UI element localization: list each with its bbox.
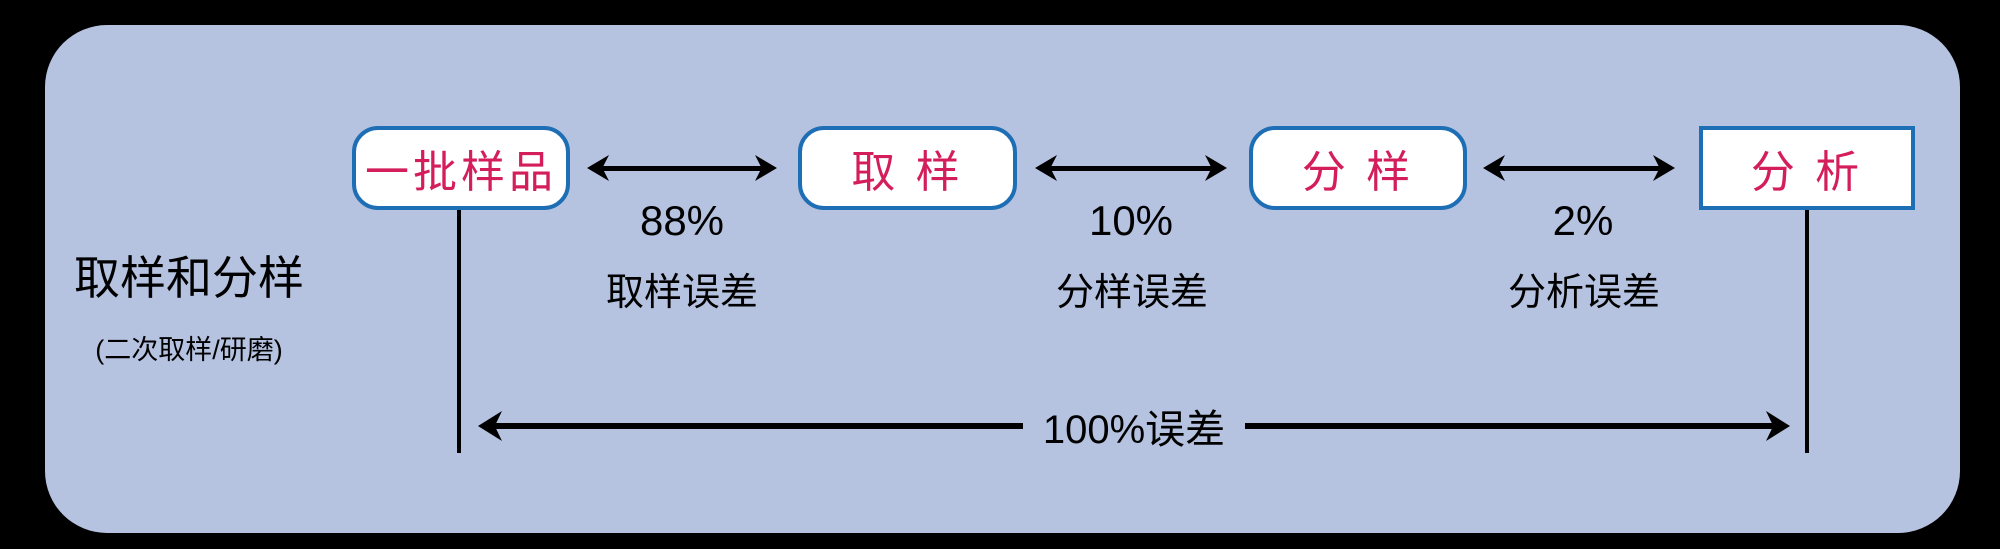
arrow-shaft xyxy=(492,423,1023,429)
analysis-error-label: 分析误差 xyxy=(1507,272,1660,314)
batch-sample-drop-line xyxy=(457,210,461,453)
node-sampling-label: 取 样 xyxy=(851,148,964,197)
total-error-label: 100%误差 xyxy=(1042,408,1226,452)
diagram-subtitle: (二次取样/研磨) xyxy=(95,335,283,365)
sampling-error-label: 取样误差 xyxy=(605,272,758,314)
node-batch-sample-label: 一批样品 xyxy=(365,148,557,197)
node-splitting-label: 分 样 xyxy=(1301,148,1415,197)
sampling-error-percent: 88% xyxy=(639,197,725,244)
total-error-arrow: 100%误差 xyxy=(478,405,1790,452)
node-sampling: 取 样 xyxy=(798,126,1017,210)
node-batch-sample: 一批样品 xyxy=(352,126,570,210)
splitting-error-label: 分样误差 xyxy=(1055,272,1208,314)
diagram-title: 取样和分样 xyxy=(74,252,304,304)
diagram-panel xyxy=(45,25,1960,533)
arrow-shaft xyxy=(1245,423,1776,429)
node-analysis-label: 分 析 xyxy=(1750,148,1864,197)
arrow-shaft xyxy=(600,165,764,171)
analysis-error-percent: 2% xyxy=(1552,197,1614,244)
arrow-shaft xyxy=(1496,165,1662,171)
double-arrow-analysis xyxy=(1483,155,1675,181)
arrow-shaft xyxy=(1048,165,1214,171)
double-arrow-sampling xyxy=(587,155,777,181)
node-splitting: 分 样 xyxy=(1249,126,1467,210)
analysis-drop-line xyxy=(1805,210,1809,453)
splitting-error-percent: 10% xyxy=(1088,197,1174,244)
double-arrow-splitting xyxy=(1035,155,1227,181)
node-analysis: 分 析 xyxy=(1699,126,1915,210)
